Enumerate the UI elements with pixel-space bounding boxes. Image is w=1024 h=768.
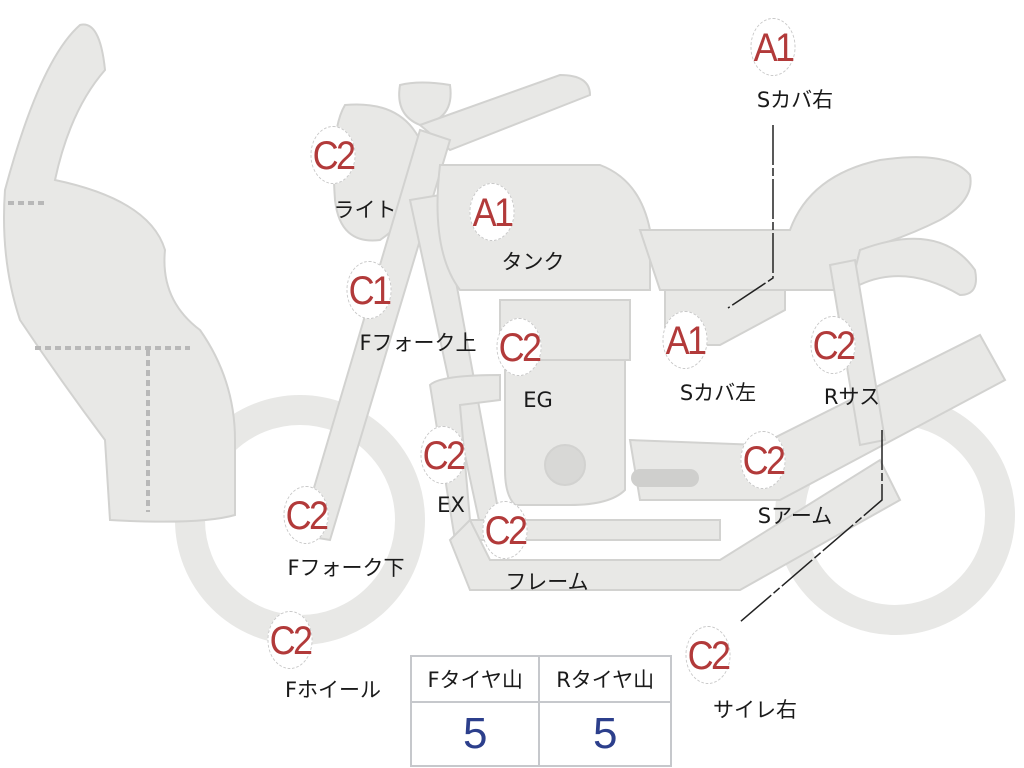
label-s-cover-right: Sカバ右: [756, 88, 834, 112]
label-engine: EG: [523, 388, 553, 412]
front-tire-header: Fタイヤ山: [409, 655, 541, 703]
grade-badge-silencer-right: C2: [685, 626, 731, 684]
label-silencer-right: サイレ右: [713, 698, 797, 722]
label-light: ライト: [333, 198, 397, 222]
seat: [638, 156, 972, 291]
exhaust: [428, 373, 721, 541]
grade-badge-rear-suspension: C2: [810, 316, 856, 374]
label-front-fork-upper: Fフォーク上: [359, 331, 477, 355]
grade-badge-tank: A1: [469, 183, 515, 241]
label-exhaust: EX: [437, 493, 465, 517]
grade-badge-frame: C2: [482, 501, 528, 559]
front-tire-value: 5: [409, 701, 541, 767]
label-s-cover-left: Sカバ左: [679, 381, 757, 405]
tire-tread-table: Fタイヤ山 Rタイヤ山 5 5: [409, 655, 672, 767]
leader-line-s-cover-right: [727, 125, 774, 309]
grade-badge-s-cover-right: A1: [750, 18, 796, 76]
grade-badge-front-wheel: C2: [267, 611, 313, 669]
grade-badge-s-cover-left: A1: [662, 311, 708, 369]
grade-badge-front-fork-upper: C1: [346, 261, 392, 319]
label-front-wheel: Fホイール: [284, 678, 382, 702]
grade-badge-light: C2: [310, 126, 356, 184]
grade-badge-engine: C2: [496, 318, 542, 376]
fairing: [3, 23, 236, 523]
front-fork: [298, 128, 452, 542]
label-rear-suspension: Rサス: [823, 385, 881, 409]
grade-badge-exhaust: C2: [420, 426, 466, 484]
label-frame: フレーム: [505, 570, 589, 594]
frame: [448, 458, 902, 591]
rear-tire-value: 5: [538, 701, 672, 767]
grade-badge-swing-arm: C2: [740, 431, 786, 489]
label-front-fork-lower: Fフォーク下: [287, 556, 405, 580]
grade-badge-front-fork-lower: C2: [283, 486, 329, 544]
leader-line-silencer-right: [739, 430, 883, 623]
label-swing-arm: Sアーム: [757, 504, 833, 528]
label-tank: タンク: [501, 250, 565, 274]
rear-tire-header: Rタイヤ山: [538, 655, 672, 703]
